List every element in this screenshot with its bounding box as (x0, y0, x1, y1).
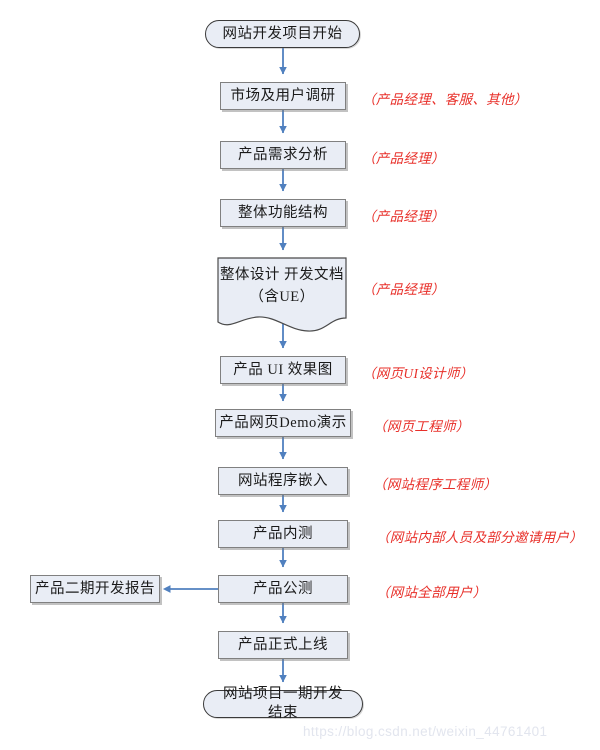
annotation-embed: （网站程序工程师） (373, 477, 498, 492)
annotation-beta-test: （网站全部用户） (376, 585, 487, 600)
node-alpha-test-label: 产品内测 (253, 525, 313, 542)
node-research-label: 市场及用户调研 (230, 87, 336, 104)
node-beta-test-label: 产品公测 (253, 580, 313, 597)
node-embed-label: 网站程序嵌入 (238, 472, 328, 489)
node-research[interactable]: 市场及用户调研 (220, 82, 346, 110)
node-demand[interactable]: 产品需求分析 (220, 141, 346, 169)
node-uiimage-label: 产品 UI 效果图 (233, 361, 333, 378)
annotation-alpha-test: （网站内部人员及部分邀请用户） (376, 530, 583, 545)
node-demand-label: 产品需求分析 (238, 146, 328, 163)
annotation-research: （产品经理、客服、其他） (362, 92, 528, 107)
node-start-label: 网站开发项目开始 (222, 25, 343, 42)
node-uiimage[interactable]: 产品 UI 效果图 (220, 356, 346, 384)
annotation-demo: （网页工程师） (373, 419, 470, 434)
annotation-uiimage: （网页UI设计师） (362, 366, 474, 381)
node-demo[interactable]: 产品网页Demo演示 (215, 409, 351, 437)
node-phase2-report-label: 产品二期开发报告 (35, 580, 155, 597)
node-start[interactable]: 网站开发项目开始 (205, 20, 360, 48)
node-end[interactable]: 网站项目一期开发结束 (203, 686, 363, 721)
node-launch-label: 产品正式上线 (238, 636, 328, 653)
node-alpha-test[interactable]: 产品内测 (218, 520, 348, 548)
watermark: https://blog.csdn.net/weixin_44761401 (303, 724, 548, 739)
node-launch[interactable]: 产品正式上线 (218, 631, 348, 659)
node-phase2-report[interactable]: 产品二期开发报告 (30, 575, 160, 603)
node-designdoc-shape (217, 257, 347, 332)
node-demo-label: 产品网页Demo演示 (219, 414, 347, 431)
node-beta-test[interactable]: 产品公测 (218, 575, 348, 603)
node-end-label: 网站项目一期开发结束 (223, 686, 343, 721)
node-embed[interactable]: 网站程序嵌入 (218, 467, 348, 495)
annotation-designdoc: （产品经理） (362, 282, 445, 297)
annotation-demand: （产品经理） (362, 151, 445, 166)
node-structure[interactable]: 整体功能结构 (220, 199, 346, 227)
annotation-structure: （产品经理） (362, 209, 445, 224)
node-structure-label: 整体功能结构 (238, 204, 328, 221)
